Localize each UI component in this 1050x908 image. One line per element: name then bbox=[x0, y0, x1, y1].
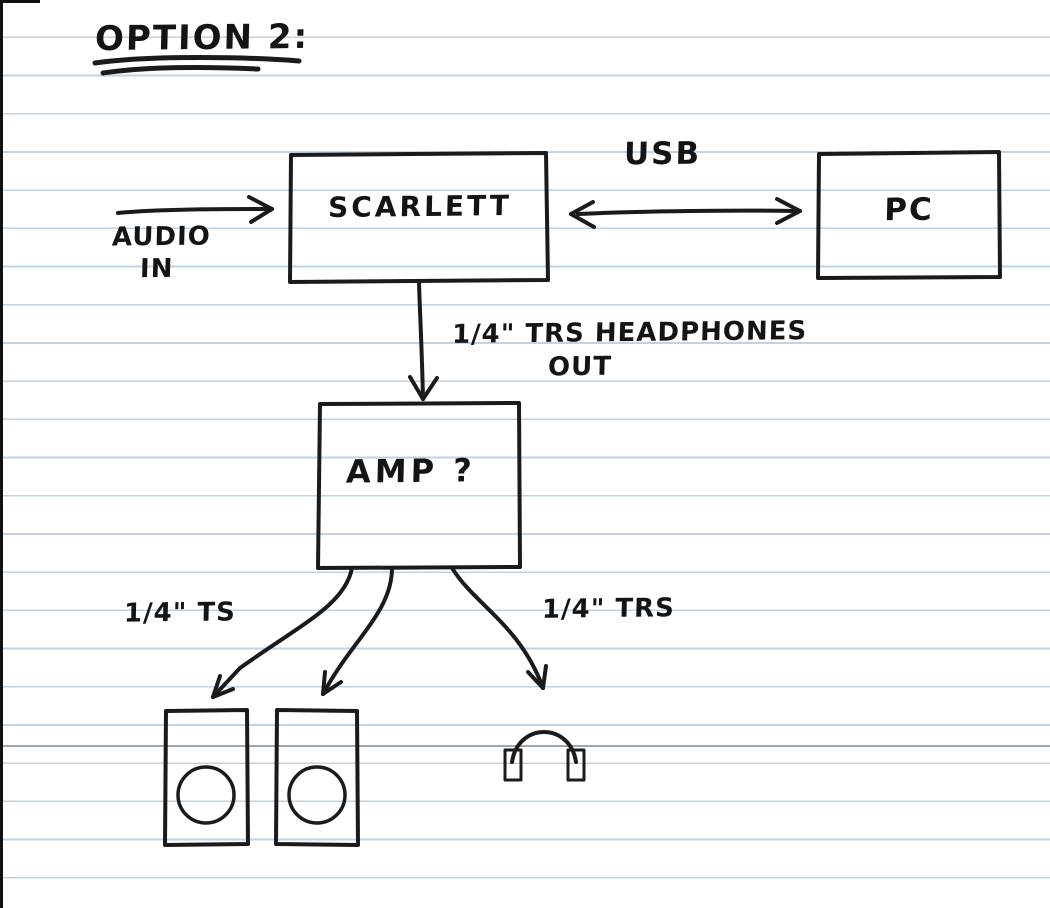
ts-cable-label: 1/4" TS bbox=[123, 597, 237, 629]
diagram-title: OPTION 2: bbox=[94, 16, 310, 60]
speaker-left-icon bbox=[163, 708, 250, 847]
page-edge-left bbox=[0, 0, 3, 908]
usb-arrow bbox=[569, 197, 802, 229]
title-underline bbox=[92, 55, 302, 76]
amp-label: AMP ? bbox=[345, 451, 477, 491]
headphones-out-label-line2: OUT bbox=[547, 351, 613, 383]
amp-to-speaker-left-arrow bbox=[211, 566, 354, 699]
pc-label: PC bbox=[883, 191, 935, 229]
pc-box bbox=[816, 150, 1002, 280]
usb-label: USB bbox=[623, 135, 702, 173]
amp-to-speaker-right-arrow bbox=[321, 566, 394, 696]
amp-box bbox=[316, 401, 522, 570]
headphones-icon bbox=[503, 730, 586, 782]
audio-in-arrow bbox=[116, 195, 274, 224]
scarlett-label: SCARLETT bbox=[327, 189, 513, 224]
speaker-right-icon bbox=[274, 708, 360, 847]
audio-in-label-line2: IN bbox=[139, 253, 174, 285]
scarlett-box bbox=[288, 151, 550, 284]
audio-in-label-line1: AUDIO bbox=[111, 221, 212, 253]
headphones-out-label-line1: 1/4" TRS HEADPHONES bbox=[451, 316, 808, 350]
ruled-line-darker bbox=[0, 745, 1050, 747]
amp-to-headphones-arrow bbox=[450, 566, 548, 690]
trs-cable-label: 1/4" TRS bbox=[541, 593, 676, 625]
page-edge-top bbox=[0, 0, 40, 3]
headphones-out-arrow bbox=[408, 281, 439, 401]
